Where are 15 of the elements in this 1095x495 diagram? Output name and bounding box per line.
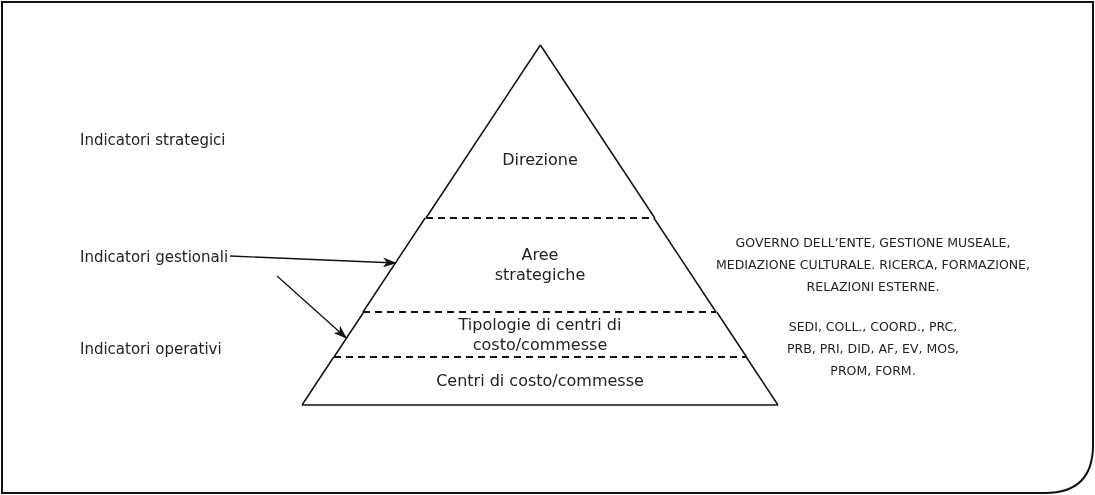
pyramid-level [302,357,778,405]
level-label: Aree strategiche [493,245,587,285]
indicator-label: Indicatori operativi [80,340,222,358]
pyramid-level [333,312,747,357]
level-label: Direzione [502,150,578,170]
indicator-label: Indicatori strategici [80,131,226,149]
arrow [276,275,348,339]
pyramid-level [363,218,717,312]
category-list-text: GOVERNO DELL’ENTE, GESTIONE MUSEALE, MEDIAZIONE CULTURALE. RICERCA, FORMAZIONE, RELAZIONI ESTERNE. [715,234,1031,296]
pyramid-level [425,45,655,218]
arrow [229,255,397,268]
indicator-label: Indicatori gestionali [80,248,229,266]
category-list-text: SEDI, COLL., COORD., PRC, PRB, PRI, DID, AF, EV, MOS, PROM, FORM. [785,318,961,380]
level-label: Tipologie di centri di costo/commesse [457,314,623,355]
level-label: Centri di costo/commesse [436,371,644,391]
